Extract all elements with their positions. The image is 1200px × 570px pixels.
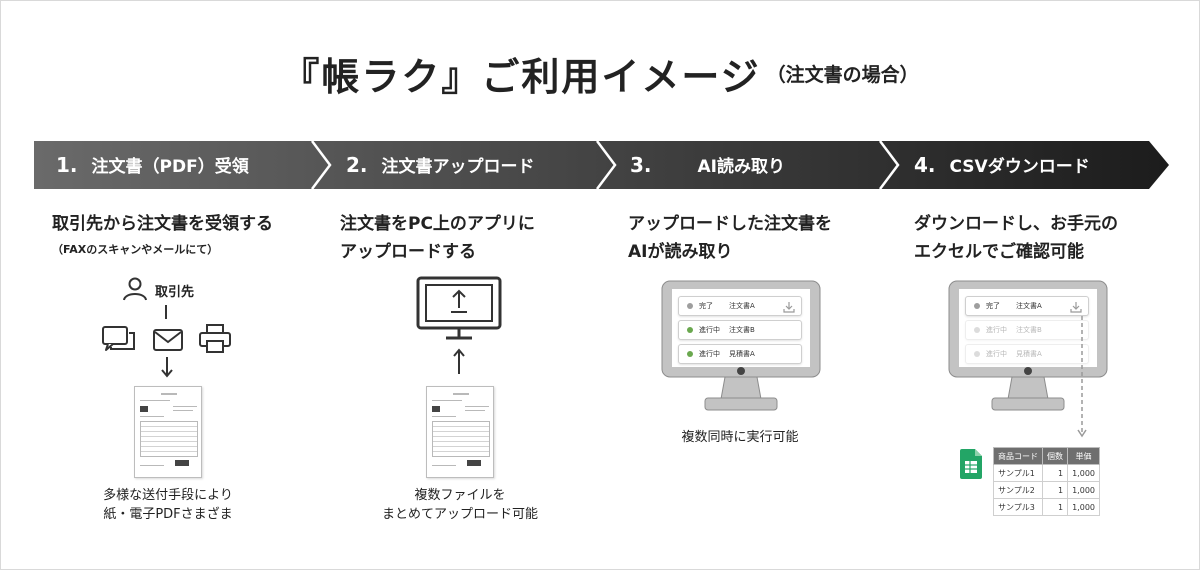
download-flow-arrow	[1077, 316, 1087, 438]
up-arrow-icon	[453, 348, 465, 374]
page-title: 『帳ラク』ご利用イメージ	[281, 55, 761, 99]
step-1-caption: 多様な送付手段により紙・電子PDFさまざま	[103, 488, 233, 522]
step-1-label: 1.注文書（PDF）受領	[56, 153, 249, 177]
sender-label: 取引先	[155, 285, 195, 300]
download-icon	[783, 302, 795, 313]
table-row: サンプル3 1 1,000	[992, 498, 1100, 516]
download-icon[interactable]	[1070, 301, 1082, 313]
pc-monitor-icon	[416, 276, 502, 346]
column-header: 単価	[1067, 447, 1100, 465]
step-4-description: ダウンロードし、お手元のエクセルでご確認可能	[914, 214, 1118, 262]
step-4-label: 4.CSVダウンロード	[914, 153, 1090, 177]
title-area: 『帳ラク』ご利用イメージ（注文書の場合）	[0, 46, 1200, 101]
order-document-image	[134, 386, 202, 478]
upload-document-image	[426, 386, 494, 478]
table-header-row: 商品コード 個数 単価	[992, 447, 1100, 465]
printer-icon	[199, 324, 231, 353]
mail-icon	[153, 329, 183, 351]
download-job-row: 進行中 見積書A	[965, 344, 1089, 364]
step-1-note: （FAXのスキャンやメールにて）	[52, 243, 219, 256]
column-header: 商品コード	[992, 447, 1044, 465]
sender-connector	[165, 305, 167, 319]
table-cell: 1	[1042, 464, 1069, 482]
user-icon	[123, 277, 147, 301]
download-job-row: 完了 注文書A	[965, 296, 1089, 316]
table-cell: サンプル1	[992, 464, 1044, 482]
step-2-label: 2.注文書アップロード	[346, 153, 535, 177]
spreadsheet-icon	[960, 449, 982, 479]
table-cell: 1,000	[1067, 481, 1100, 499]
ai-job-row: 完了 注文書A	[678, 296, 802, 316]
steps-band	[34, 141, 1169, 189]
download-job-row: 進行中 注文書B	[965, 320, 1089, 340]
step-2-description: 注文書をPC上のアプリにアップロードする	[340, 214, 535, 262]
table-cell: 1	[1042, 498, 1069, 516]
step-1-description: 取引先から注文書を受領する	[52, 214, 273, 234]
down-arrow-icon	[161, 357, 173, 378]
table-cell: 1	[1042, 481, 1069, 499]
table-cell: 1,000	[1067, 464, 1100, 482]
ai-job-row: 進行中 見積書A	[678, 344, 802, 364]
table-cell: サンプル3	[992, 498, 1044, 516]
table-row: サンプル2 1 1,000	[992, 481, 1100, 499]
page-subtitle: （注文書の場合）	[766, 64, 919, 86]
step-3-label: 3.AI読み取り	[630, 153, 785, 177]
table-cell: サンプル2	[992, 481, 1044, 499]
csv-preview-table: 商品コード 個数 単価 サンプル1 1 1,000 サンプル2 1 1,000 …	[992, 447, 1100, 516]
table-cell: 1,000	[1067, 498, 1100, 516]
step-2-caption: 複数ファイルをまとめてアップロード可能	[381, 488, 538, 522]
chat-icon	[102, 326, 135, 351]
column-header: 個数	[1042, 447, 1069, 465]
step-3-caption: 複数同時に実行可能	[681, 430, 799, 445]
ai-job-row: 進行中 注文書B	[678, 320, 802, 340]
table-row: サンプル1 1 1,000	[992, 464, 1100, 482]
